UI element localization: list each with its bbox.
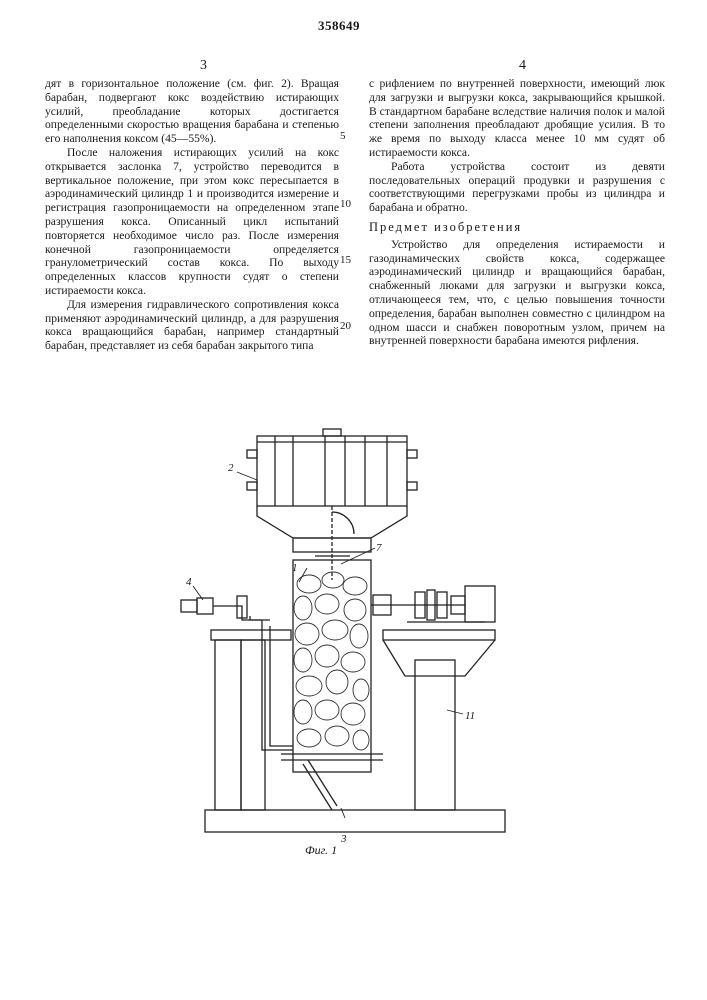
callout-3: 3 [341, 833, 347, 845]
callout-1: 1 [292, 562, 298, 574]
line-marker-5: 5 [340, 130, 346, 142]
right-text-column: с рифлением по внутренней поверхности, и… [369, 77, 665, 348]
claim-paragraph: Устройство для определения истираемости … [369, 238, 665, 348]
drum-lid [323, 429, 341, 436]
left-paragraph-3: Для измерения гидравлического сопротивле… [45, 298, 339, 353]
callout-2: 2 [228, 462, 234, 474]
right-paragraph-1: с рифлением по внутренней поверхности, и… [369, 77, 665, 160]
line-marker-15: 15 [340, 254, 351, 266]
callout-11: 11 [465, 710, 475, 722]
page-number-right: 4 [519, 58, 526, 74]
left-paragraph-2: После наложения истирающих усилий на кок… [45, 146, 339, 298]
callout-4: 4 [186, 576, 192, 588]
section-title: Предмет изобретения [369, 221, 665, 235]
drum-body [257, 436, 407, 506]
right-paragraph-2: Работа устройства состоит из девяти посл… [369, 160, 665, 215]
device-drawing [175, 420, 535, 860]
left-paragraph-1: дят в горизонтальное положение (см. фиг.… [45, 77, 339, 146]
line-marker-10: 10 [340, 198, 351, 210]
patent-number: 358649 [318, 18, 360, 34]
callout-7: 7 [376, 542, 382, 554]
line-marker-20: 20 [340, 320, 351, 332]
left-text-column: дят в горизонтальное положение (см. фиг.… [45, 77, 339, 353]
figure-caption: Фиг. 1 [305, 843, 337, 858]
page-number-left: 3 [200, 58, 207, 74]
chassis-base [205, 810, 505, 832]
